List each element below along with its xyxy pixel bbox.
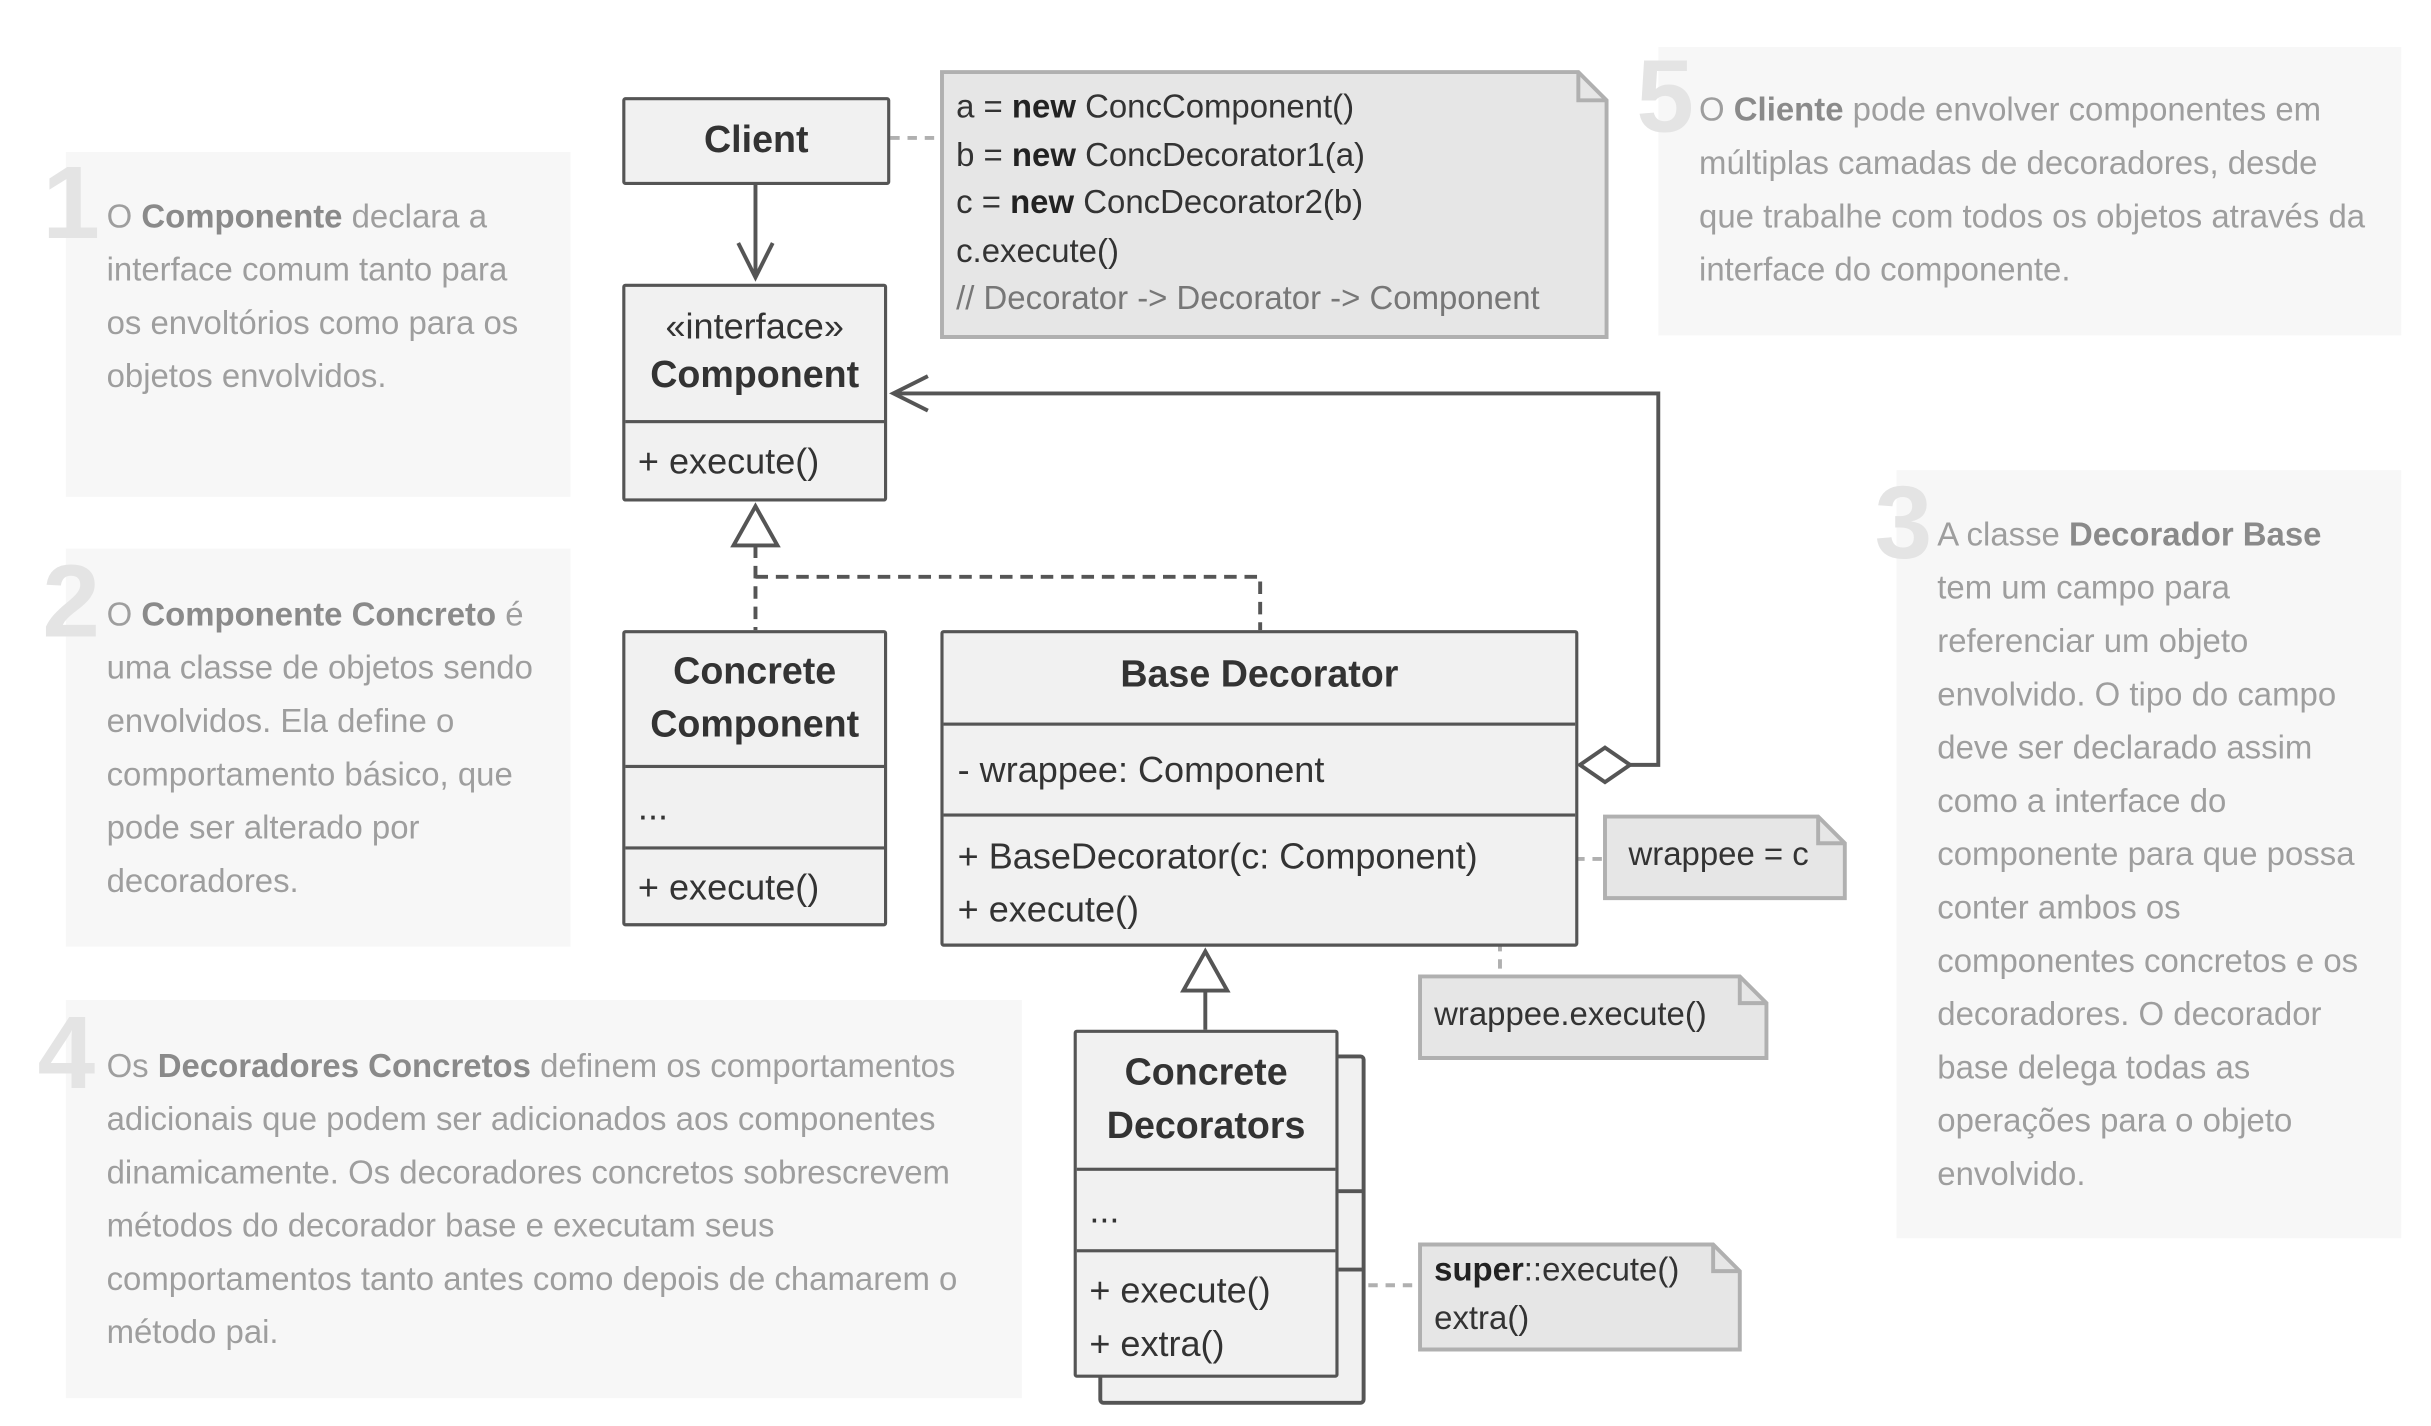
concrete-decorators-class: Concrete Decorators ... + execute() + ex… — [1073, 1029, 1339, 1378]
description-text-4: Os Decoradores Concretos definem os comp… — [106, 1048, 958, 1352]
aggregation-diamond — [1576, 745, 1634, 785]
base-decorator-methods: + BaseDecorator(c: Component) + execute(… — [943, 813, 1576, 935]
association-arrowhead — [736, 242, 775, 282]
description-number-2: 2 — [42, 542, 100, 659]
description-text-5: O Cliente pode envolver componentes em m… — [1699, 92, 2366, 289]
concrete-decorators-header: Concrete Decorators — [1077, 1033, 1336, 1168]
concrete-component-header: Concrete Component — [625, 633, 884, 765]
constructor-note-text: wrappee = c — [1628, 836, 1809, 874]
base-decorator-class: Base Decorator - wrappee: Component + Ba… — [940, 630, 1579, 947]
description-text-1: O Componente declara a interface comum t… — [106, 199, 519, 395]
concrete-execute-note-shape — [1418, 1242, 1742, 1352]
base-decorator-execute: + execute() — [957, 888, 1140, 930]
concrete-component-class: Concrete Component ... + execute() — [622, 630, 888, 927]
base-decorator-title: Base Decorator — [1120, 653, 1399, 696]
client-code-line-2: b = new ConcDecorator1(a) — [956, 137, 1365, 174]
concrete-component-fields: ... — [625, 764, 884, 847]
description-text-2: O Componente Concreto é uma classe de ob… — [106, 597, 533, 900]
component-method: + execute() — [625, 420, 884, 497]
concrete-decorators-fields: ... — [1076, 1167, 1336, 1250]
concrete-decorators-methods: + execute() + extra() — [1076, 1249, 1336, 1370]
description-panel-3 — [1896, 470, 2402, 1239]
component-interface: «interface» Component + execute() — [622, 283, 888, 502]
client-code-note-shape — [940, 70, 1609, 339]
description-panel-2 — [65, 548, 571, 947]
realization-triangle — [730, 502, 781, 548]
concrete-decorators-execute: + execute() — [1089, 1269, 1271, 1311]
client-code-line-3: c = new ConcDecorator2(b) — [956, 184, 1364, 221]
description-panel-1 — [65, 152, 571, 497]
description-number-1: 1 — [42, 144, 100, 261]
constructor-note-shape — [1603, 814, 1847, 901]
concrete-component-method: + execute() — [625, 846, 884, 923]
description-panel-4 — [65, 999, 1022, 1399]
description-number-5: 5 — [1636, 37, 1694, 154]
client-code-comment: // Decorator -> Decorator -> Component — [956, 280, 1540, 317]
component-stereotype: «interface» — [665, 305, 844, 347]
client-class: Client — [622, 97, 891, 185]
client-class-title: Client — [703, 119, 809, 162]
concrete-decorators-title-2: Decorators — [1106, 1105, 1306, 1148]
description-number-4: 4 — [37, 993, 96, 1110]
client-code-line-1: a = new ConcComponent() — [956, 89, 1355, 126]
description-number-3: 3 — [1874, 463, 1933, 580]
base-decorator-constructor: + BaseDecorator(c: Component) — [957, 835, 1478, 877]
description-text-3: A classe Decorador Base tem um campo par… — [1937, 517, 2359, 1193]
aggregation-arrowhead — [889, 374, 929, 413]
component-header: «interface» Component — [625, 287, 884, 420]
concrete-component-title-1: Concrete — [673, 650, 837, 693]
concrete-execute-note-line-2: extra() — [1434, 1300, 1530, 1337]
component-title: Component — [650, 354, 860, 397]
concrete-decorators-extra: + extra() — [1089, 1322, 1225, 1364]
base-decorator-field: - wrappee: Component — [943, 722, 1576, 814]
inheritance-triangle — [1180, 947, 1231, 993]
concrete-execute-note-line-1: super::execute() — [1434, 1252, 1680, 1289]
concrete-decorators-title-1: Concrete — [1124, 1051, 1288, 1095]
concrete-component-title-2: Component — [650, 703, 860, 747]
description-panel-5 — [1658, 47, 2402, 336]
client-code-line-4: c.execute() — [956, 233, 1119, 270]
execute-note-shape — [1418, 974, 1769, 1060]
execute-note-text: wrappee.execute() — [1434, 996, 1707, 1033]
